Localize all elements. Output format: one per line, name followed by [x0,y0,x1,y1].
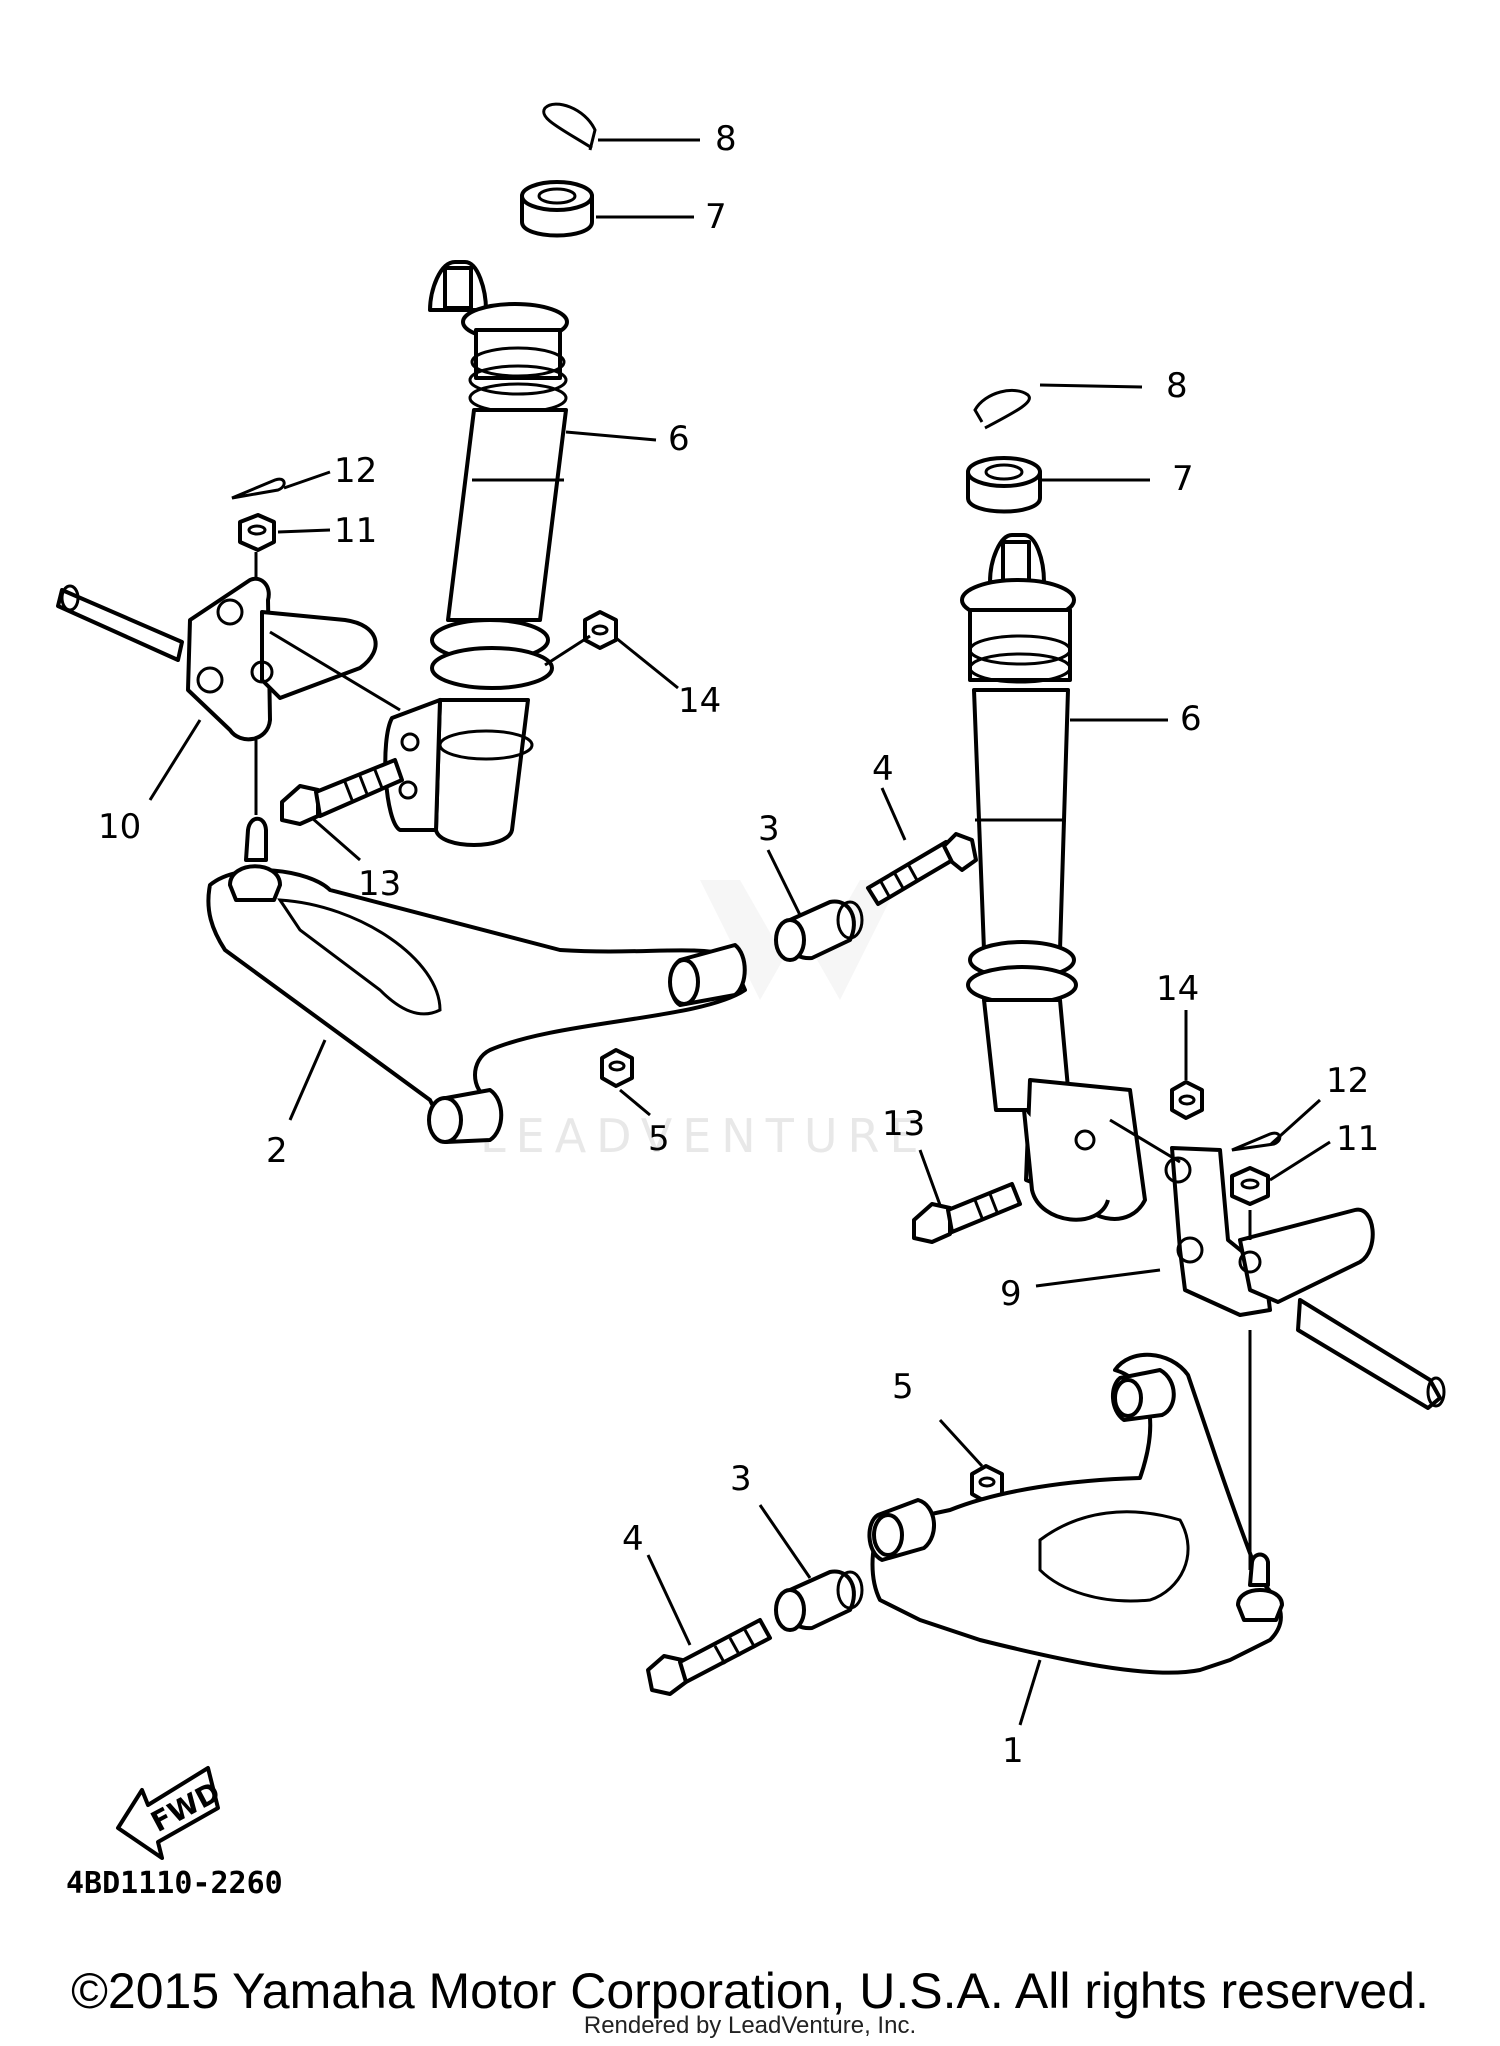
bushing-3-lower [774,1569,864,1632]
copyright-text: ©2015 Yamaha Motor Corporation, U.S.A. A… [71,1963,1429,2019]
nut-14-left [583,610,618,650]
callout-leaders [148,138,1331,1726]
callout-11-left: 11 [334,511,377,551]
callout-3-lower: 3 [730,1459,752,1499]
callout-5-right: 5 [892,1367,914,1407]
callout-13-right: 13 [882,1104,925,1144]
diagram-code: 4BD1110-2260 [66,1866,283,1901]
callout-11-right: 11 [1336,1119,1379,1159]
callout-12-right: 12 [1326,1061,1369,1101]
bolt-13-right [912,1182,1022,1244]
callout-5-left: 5 [648,1119,670,1159]
knuckle-9-right [1164,1146,1446,1410]
bolt-4-lower [646,1618,772,1696]
callout-10: 10 [98,807,141,847]
circlip-left [542,102,597,151]
bushing-3-upper [774,899,864,962]
callout-3-upper: 3 [758,809,780,849]
callout-7-left: 7 [705,197,727,237]
collar-left [520,180,594,238]
callout-8-right: 8 [1166,366,1188,406]
callout-8-left: 8 [715,119,737,159]
shock-absorber-right [960,533,1147,1222]
collar-right [966,456,1042,514]
callout-12-left: 12 [334,451,377,491]
callout-6-left: 6 [668,419,690,459]
nut-11-right [1230,1166,1270,1206]
callout-13-left: 13 [358,864,401,904]
watermark-text: LEADVENTURE [480,1109,929,1163]
callout-14-right: 14 [1156,969,1199,1009]
fwd-arrow-icon: FWD [116,1766,226,1860]
callout-9: 9 [1000,1274,1022,1314]
nut-14-right [1170,1080,1204,1120]
nut-11-left [238,513,276,552]
bolt-4-upper [866,832,978,906]
bolt-13-left [280,758,404,826]
arm-2-left [206,816,747,1144]
knuckle-10-left [56,576,378,742]
arm-1-right [867,1352,1284,1675]
callout-1: 1 [1002,1731,1024,1771]
callout-14-left: 14 [678,681,721,721]
shock-absorber-left [383,260,569,847]
callout-7-right: 7 [1172,459,1194,499]
callout-labels: 8 7 6 12 11 14 10 13 3 4 5 2 8 7 6 14 12… [98,119,1379,1771]
callout-4-lower: 4 [622,1519,644,1559]
cotter-pin-left [231,477,286,500]
rendered-by-text: Rendered by LeadVenture, Inc. [583,2012,917,2039]
callout-6-right: 6 [1180,699,1202,739]
alignment-lines [254,552,1252,1570]
circlip-right [973,388,1031,430]
nut-5-left [600,1048,634,1088]
callout-4-upper: 4 [872,749,894,789]
callout-2: 2 [266,1131,288,1171]
